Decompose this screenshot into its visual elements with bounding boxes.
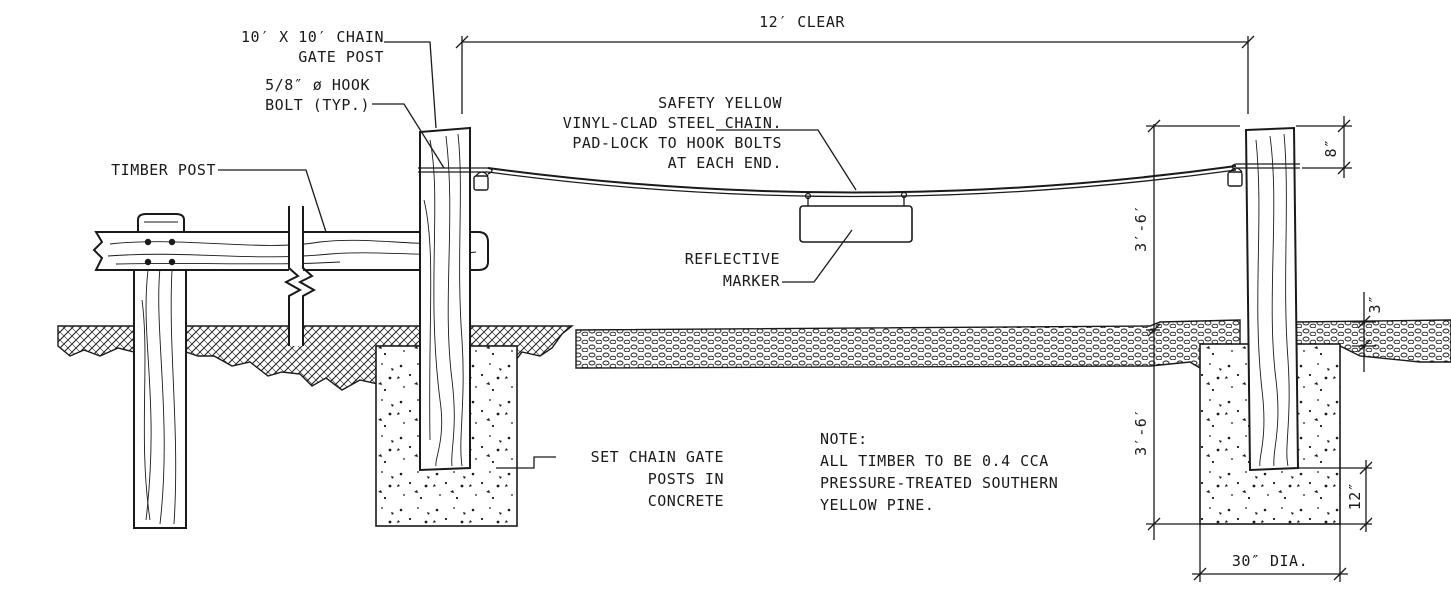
note-line-4: YELLOW PINE. bbox=[820, 496, 934, 514]
vinyl-clad-chain bbox=[487, 165, 1237, 198]
dimension-footing-dia: 30″ DIA. bbox=[1192, 524, 1348, 582]
concrete-label-2: POSTS IN bbox=[648, 470, 724, 488]
dim-footing-dia-label: 30″ DIA. bbox=[1232, 552, 1308, 570]
chain-label-1: SAFETY YELLOW bbox=[658, 94, 782, 112]
dim-above-grade-label: 3′-6′ bbox=[1132, 204, 1150, 252]
reflective-marker bbox=[799, 191, 913, 243]
note-title: NOTE: bbox=[820, 430, 868, 448]
callout-concrete: SET CHAIN GATE POSTS IN CONCRETE bbox=[496, 448, 724, 510]
callout-marker: REFLECTIVE MARKER bbox=[685, 229, 853, 290]
break-line-symbol bbox=[283, 206, 317, 346]
concrete-label-3: CONCRETE bbox=[648, 492, 724, 510]
note-line-3: PRESSURE-TREATED SOUTHERN bbox=[820, 474, 1058, 492]
chain-label-2: VINYL-CLAD STEEL CHAIN. bbox=[563, 114, 782, 132]
gate-post-label-2: GATE POST bbox=[298, 48, 384, 66]
dim-below-grade-label: 3′-6′ bbox=[1132, 408, 1150, 456]
timber-post bbox=[133, 213, 187, 529]
dimension-bolt-drop: 8″ bbox=[1296, 116, 1352, 178]
dim-bolt-drop-label: 8″ bbox=[1322, 138, 1340, 157]
dim-gravel-depth-label: 3″ bbox=[1366, 294, 1384, 313]
note-block: NOTE: ALL TIMBER TO BE 0.4 CCA PRESSURE-… bbox=[820, 430, 1058, 514]
callout-hook-bolt: 5/8″ ø HOOK BOLT (TYP.) bbox=[265, 76, 445, 169]
dimension-vertical: 3′-6′ 3′-6′ bbox=[1132, 119, 1240, 540]
chain-label-4: AT EACH END. bbox=[668, 154, 782, 172]
dimension-clear-span: 12′ CLEAR bbox=[455, 13, 1255, 114]
note-line-2: ALL TIMBER TO BE 0.4 CCA bbox=[820, 452, 1049, 470]
hook-bolt-label-1: 5/8″ ø HOOK bbox=[265, 76, 370, 94]
marker-label-2: MARKER bbox=[723, 272, 781, 290]
concrete-label-1: SET CHAIN GATE bbox=[591, 448, 724, 466]
callout-gate-post: 10′ X 10′ CHAIN GATE POST bbox=[241, 28, 437, 129]
gate-post-left bbox=[418, 126, 493, 472]
dim-footing-depth-label: 12″ bbox=[1346, 482, 1364, 511]
callout-timber-post: TIMBER POST bbox=[111, 161, 327, 233]
chain-label-3: PAD-LOCK TO HOOK BOLTS bbox=[572, 134, 782, 152]
dimension-gravel-depth: 3″ bbox=[1352, 292, 1384, 372]
timber-post-label: TIMBER POST bbox=[111, 161, 216, 179]
callout-chain: SAFETY YELLOW VINYL-CLAD STEEL CHAIN. PA… bbox=[563, 94, 857, 191]
hook-bolt-label-2: BOLT (TYP.) bbox=[265, 96, 370, 114]
gravel-course bbox=[575, 319, 1451, 369]
dimension-footing-depth: 12″ bbox=[1298, 460, 1373, 532]
dim-clear-span-label: 12′ CLEAR bbox=[759, 13, 845, 31]
gate-post-right bbox=[1227, 126, 1300, 472]
gate-post-label-1: 10′ X 10′ CHAIN bbox=[241, 28, 384, 46]
marker-label-1: REFLECTIVE bbox=[685, 250, 780, 268]
